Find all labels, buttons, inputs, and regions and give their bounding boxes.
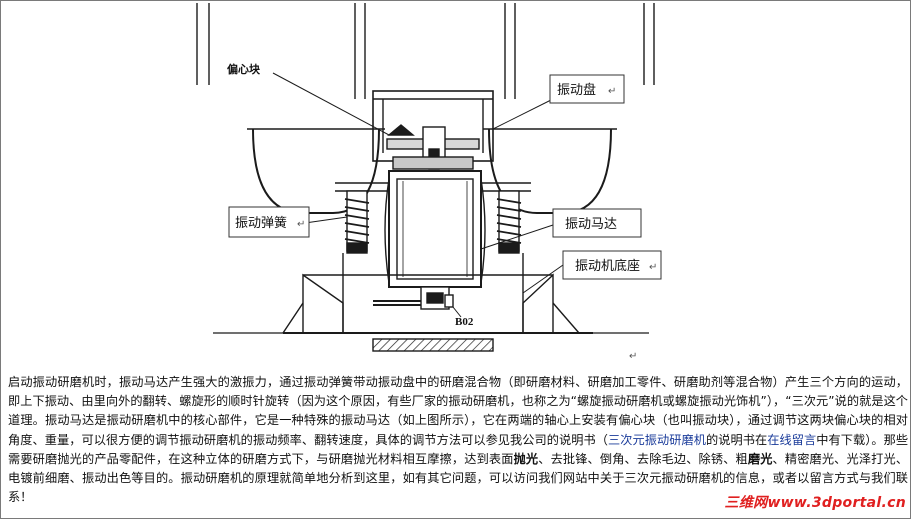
paragraph-mark: ↵: [297, 219, 305, 230]
message-link[interactable]: 在线留言: [767, 432, 817, 447]
label-vibration-motor: 振动马达: [565, 217, 617, 232]
label-machine-base: 振动机底座: [575, 258, 640, 274]
label-eccentric-block: 偏心块: [227, 62, 261, 76]
machine-diagram-svg: 偏心块 振动盘 ↵ 振动弹簧 ↵ 振动马达 振动机底座 ↵ B02 ↵: [196, 3, 662, 362]
article-text: 启动振动研磨机时，振动马达产生强大的激振力，通过振动弹簧带动振动盘中的研磨混合物…: [8, 373, 908, 507]
label-vibration-disc: 振动盘: [557, 82, 596, 98]
label-part-code: B02: [455, 316, 474, 328]
site-watermark: 三维网www.3dportal.cn: [688, 492, 906, 514]
article-text-p2: 的说明书在: [706, 432, 768, 447]
article-text-p5: 、精密磨光、光泽打光、电镀前细磨、振动出色等目的。振动研磨机的原理就简单地分析到…: [8, 451, 909, 505]
label-box-vibration-motor: [552, 208, 642, 238]
label-box-machine-base: [562, 250, 662, 280]
product-link[interactable]: 三次元振动研磨机: [608, 432, 706, 447]
article-text-p1: 启动振动研磨机时，振动马达产生强大的激振力，通过振动弹簧带动振动盘中的研磨混合物…: [8, 375, 908, 447]
label-vibration-spring: 振动弹簧: [235, 215, 287, 231]
article-bold-polish: 抛光: [513, 451, 539, 466]
article-bold-grind: 磨光: [747, 451, 773, 466]
machine-diagram: 偏心块 振动盘 ↵ 振动弹簧 ↵ 振动马达 振动机底座 ↵ B02 ↵: [183, 3, 679, 368]
article-text-p3: 中有下载）。那些需要研磨抛光的产品零配件，在这种立体的研磨方式下，与研磨抛光材料…: [8, 432, 909, 466]
paragraph-mark: ↵: [608, 86, 616, 97]
article-text-p4: 、去批锋、倒角、去除毛边、除锈、粗: [538, 451, 748, 466]
label-box-vibration-disc: [549, 74, 625, 104]
label-box-vibration-spring: [228, 206, 310, 238]
paragraph-mark: ↵: [629, 351, 637, 362]
paragraph-mark: ↵: [649, 262, 657, 273]
